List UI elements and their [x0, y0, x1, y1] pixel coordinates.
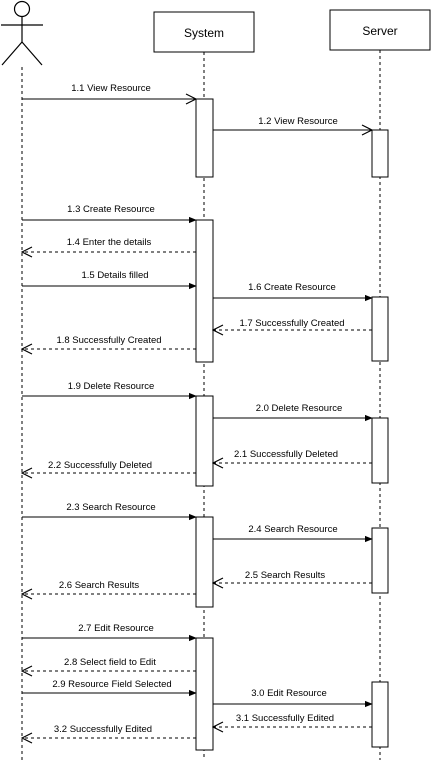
message: 3.0 Edit Resource — [213, 688, 373, 708]
message: 2.2 Successfully Deleted — [22, 460, 196, 473]
message-label: 2.8 Select field to Edit — [64, 657, 156, 668]
message-label: 1.8 Successfully Created — [56, 335, 161, 346]
message-label: 3.2 Successfully Edited — [54, 724, 152, 735]
message-label: 2.6 Search Results — [59, 580, 140, 591]
message: 1.5 Details filled — [22, 270, 197, 290]
message-label: 3.1 Successfully Edited — [236, 713, 334, 724]
message: 1.6 Create Resource — [213, 282, 373, 302]
participant-server: Server — [329, 9, 431, 51]
message: 2.0 Delete Resource — [213, 403, 373, 422]
message-label: 2.0 Delete Resource — [256, 403, 343, 414]
message: 2.5 Search Results — [213, 570, 372, 583]
activation-bar — [371, 129, 389, 178]
message: 3.2 Successfully Edited — [22, 724, 196, 738]
message: 2.1 Successfully Deleted — [213, 449, 372, 463]
message-label: 1.6 Create Resource — [248, 282, 336, 293]
message-label: 1.5 Details filled — [81, 270, 148, 281]
message-label: 2.9 Resource Field Selected — [52, 679, 171, 690]
message-label: 2.3 Search Resource — [66, 502, 155, 513]
message: 2.7 Edit Resource — [22, 623, 197, 642]
participant-server-label: Server — [362, 24, 397, 38]
message-label: 1.4 Enter the details — [67, 237, 152, 248]
message-label: 2.5 Search Results — [245, 570, 326, 581]
activation-bar — [195, 637, 214, 751]
message: 2.3 Search Resource — [22, 502, 197, 521]
activation-bar — [371, 417, 389, 484]
participant-system: System — [153, 11, 255, 53]
message: 1.7 Successfully Created — [213, 318, 372, 330]
activation-bar — [195, 516, 214, 608]
message: 2.4 Search Resource — [213, 524, 373, 543]
message: 2.6 Search Results — [22, 580, 196, 594]
activations — [195, 98, 389, 751]
message-label: 2.1 Successfully Deleted — [234, 449, 338, 460]
participant-server-box — [329, 9, 431, 51]
message: 1.8 Successfully Created — [22, 335, 196, 349]
message: 1.3 Create Resource — [22, 204, 197, 224]
activation-bar — [195, 395, 214, 487]
message-label: 1.7 Successfully Created — [239, 318, 344, 329]
participant-system-box — [153, 11, 255, 53]
message: 1.9 Delete Resource — [22, 381, 197, 400]
actor-stick-figure-icon — [1, 0, 43, 66]
messages: 1.1 View Resource 1.2 View Resource 1.3 … — [22, 83, 372, 738]
message: 2.8 Select field to Edit — [22, 657, 196, 671]
message-label: 1.2 View Resource — [258, 116, 338, 127]
message-label: 1.3 Create Resource — [67, 204, 155, 215]
message-label: 1.1 View Resource — [71, 83, 151, 94]
message-label: 2.2 Successfully Deleted — [48, 460, 152, 471]
message: 1.1 View Resource — [22, 83, 196, 99]
message-label: 2.4 Search Resource — [248, 524, 337, 535]
message-label: 3.0 Edit Resource — [251, 688, 327, 699]
actor-user — [1, 0, 43, 66]
participant-system-label: System — [184, 26, 224, 40]
activation-bar — [371, 527, 389, 594]
message: 3.1 Successfully Edited — [213, 713, 372, 727]
message: 1.4 Enter the details — [22, 237, 196, 252]
activation-bar — [371, 681, 389, 748]
message-label: 1.9 Delete Resource — [68, 381, 155, 392]
message-label: 2.7 Edit Resource — [78, 623, 154, 634]
activation-bar — [195, 98, 214, 178]
message: 1.2 View Resource — [213, 116, 372, 130]
activation-bar — [371, 296, 389, 362]
activation-bar — [195, 219, 214, 363]
message: 2.9 Resource Field Selected — [22, 679, 197, 697]
